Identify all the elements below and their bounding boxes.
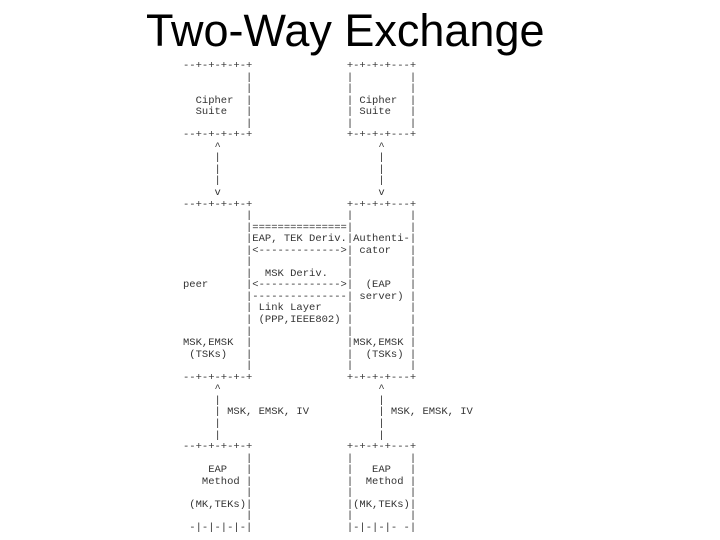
ascii-diagram: --+-+-+-+-+ +-+-+-+---+ | | | | | | Ciph…: [183, 60, 473, 534]
slide-title: Two-Way Exchange: [146, 5, 545, 56]
